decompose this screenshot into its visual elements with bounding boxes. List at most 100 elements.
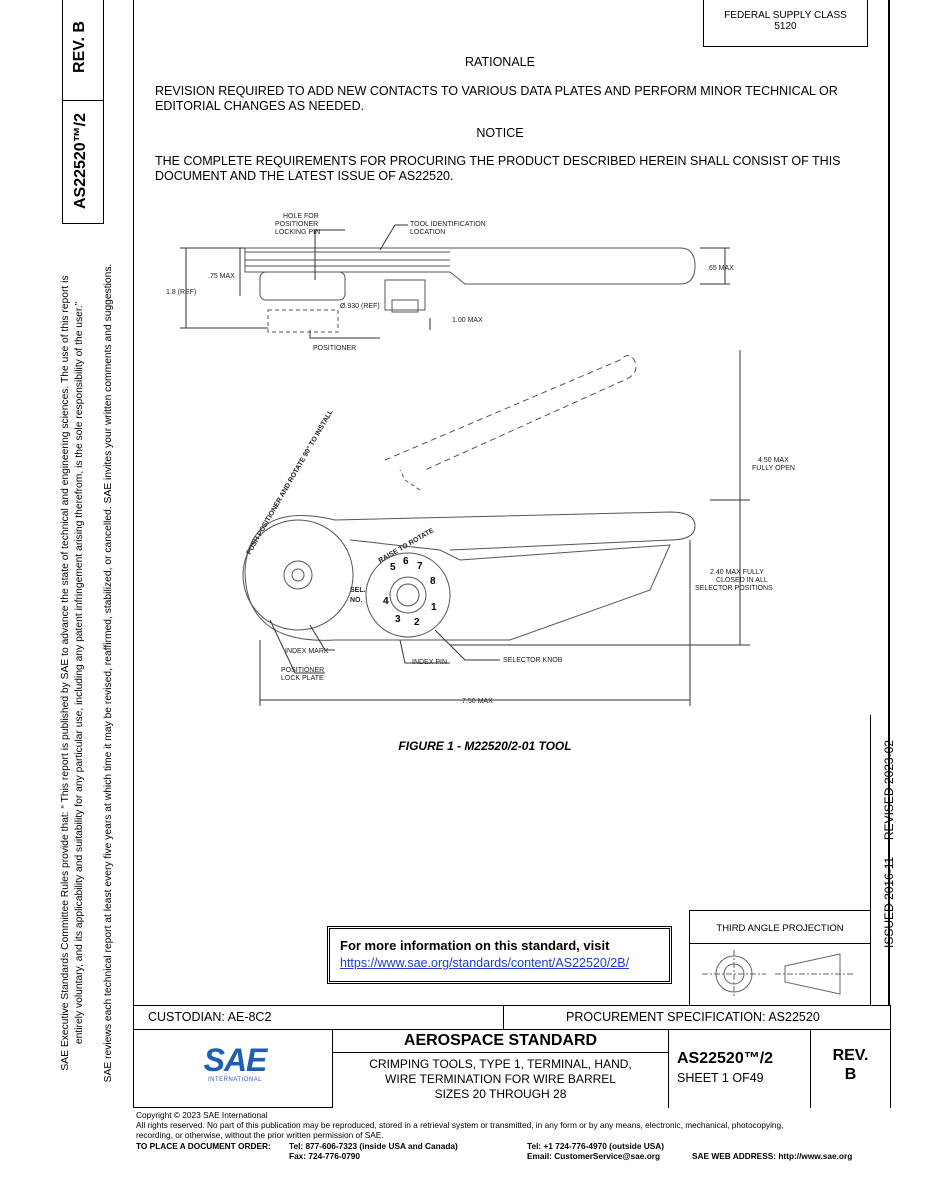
- issued-divider: [870, 715, 871, 1005]
- label-tool-id-1: TOOL IDENTIFICATION: [410, 221, 486, 228]
- rationale-text-line1: REVISION REQUIRED TO ADD NEW CONTACTS TO…: [155, 84, 838, 98]
- sae-logo-sub: INTERNATIONAL: [207, 1077, 263, 1083]
- doc-description-line1: CRIMPING TOOLS, TYPE 1, TERMINAL, HAND,: [369, 1057, 632, 1071]
- label-dim-240-1: 2.40 MAX FULLY: [710, 569, 764, 576]
- federal-supply-class-box: FEDERAL SUPPLY CLASS 5120: [703, 0, 868, 47]
- selector-number-8: 8: [430, 576, 436, 587]
- side-disclaimer-line3: SAE reviews each technical report at lea…: [103, 263, 114, 1083]
- sel-label: SEL.: [350, 587, 366, 594]
- label-hole-for-1: HOLE FOR: [283, 213, 319, 220]
- figure-caption: FIGURE 1 - M22520/2-01 TOOL: [398, 739, 572, 753]
- title-block-aero-bottom: [332, 1052, 669, 1053]
- side-view-selector-disc: [365, 552, 451, 638]
- label-hole-for-3: LOCKING PIN: [275, 229, 320, 236]
- label-dim-240-2: CLOSED IN ALL: [716, 577, 768, 584]
- title-block-split-rev: [810, 1029, 811, 1108]
- title-rev-label: REV.: [832, 1047, 869, 1064]
- label-tool-id-2: LOCATION: [410, 229, 445, 236]
- info-box-title: For more information on this standard, v…: [340, 938, 610, 953]
- revised-date: REVISED 2023-02: [882, 740, 896, 841]
- side-divider-2: [62, 223, 104, 224]
- positioner-ghost: [267, 309, 339, 333]
- rationale-text-line2: EDITORIAL CHANGES AS NEEDED.: [155, 99, 365, 113]
- rationale-text: REVISION REQUIRED TO ADD NEW CONTACTS TO…: [155, 84, 875, 114]
- label-index-pin: INDEX PIN: [412, 659, 447, 666]
- side-disclaimer-line1: SAE Executive Standards Committee Rules …: [60, 275, 71, 1071]
- footer: Copyright © 2023 SAE International All r…: [136, 1110, 936, 1140]
- info-box: For more information on this standard, v…: [327, 926, 672, 984]
- footer-tel-intl: Tel: +1 724-776-4970 (outside USA): [527, 1141, 665, 1151]
- projection-label: THIRD ANGLE PROJECTION: [690, 911, 870, 944]
- label-dim-240-3: SELECTOR POSITIONS: [695, 585, 773, 592]
- side-view-positioner-disc: [242, 519, 354, 631]
- selector-number-2: 2: [414, 617, 420, 628]
- custodian: CUSTODIAN: AE-8C2: [148, 1010, 272, 1024]
- title-sheet: SHEET 1 OF49: [677, 1071, 764, 1085]
- side-divider-1: [62, 100, 104, 101]
- top-view-knob-bottom: [391, 299, 419, 313]
- title-block-split-logo: [332, 1029, 333, 1108]
- title-block-right: [890, 1005, 891, 1108]
- side-view-head: [244, 515, 435, 641]
- title-doc-number: AS22520™/2: [677, 1050, 774, 1067]
- selector-number-1: 1: [431, 602, 437, 613]
- federal-supply-class-value: 5120: [774, 21, 797, 32]
- label-dim-100: 1.00 MAX: [452, 317, 483, 324]
- sae-logo: SAE INTERNATIONAL: [195, 1043, 275, 1083]
- side-rev: REV. B: [71, 17, 95, 77]
- side-disclaimer-line2: entirely voluntary, and its applicabilit…: [74, 301, 85, 1045]
- side-rev-label: REV.: [71, 37, 88, 73]
- info-box-link[interactable]: https://www.sae.org/standards/content/AS…: [340, 956, 630, 970]
- footer-tel-us: Tel: 877-606-7323 (inside USA and Canada…: [289, 1141, 458, 1151]
- projection-symbol: [702, 950, 855, 998]
- label-dim-65: .65 MAX: [707, 265, 734, 272]
- title-rev-value: B: [844, 1066, 857, 1083]
- side-view-fixed-handle: [334, 511, 696, 551]
- label-dim-18: 1.8 (REF): [166, 289, 196, 296]
- selector-number-3: 3: [395, 614, 401, 625]
- top-view-knob: [384, 279, 426, 311]
- notice-heading: NOTICE: [476, 126, 524, 140]
- footer-rights-2: recording, or otherwise, without the pri…: [136, 1130, 384, 1140]
- title-block-mid: [133, 1029, 890, 1030]
- title-block-bottom: [133, 1107, 333, 1108]
- footer-web: SAE WEB ADDRESS: http://www.sae.org: [692, 1151, 853, 1161]
- notice-text: THE COMPLETE REQUIREMENTS FOR PROCURING …: [155, 154, 875, 184]
- label-positioner-lock-2: LOCK PLATE: [281, 675, 324, 682]
- footer-fax: Fax: 724-776-0790: [289, 1151, 361, 1161]
- title-block-split-1: [503, 1005, 504, 1030]
- side-column-left: [62, 0, 63, 224]
- footer-copyright: Copyright © 2023 SAE International: [136, 1110, 268, 1120]
- label-hole-for-2: POSITIONER: [275, 221, 318, 228]
- side-rev-value: B: [71, 21, 88, 33]
- footer-order-label: TO PLACE A DOCUMENT ORDER:: [136, 1141, 271, 1151]
- label-dim-750: 7.50 MAX: [462, 698, 493, 705]
- label-dim-75: .75 MAX: [208, 273, 235, 280]
- title-block-split-doc: [668, 1029, 669, 1108]
- left-frame-line: [133, 0, 134, 1108]
- right-frame-line: [888, 0, 890, 1005]
- projection-box: THIRD ANGLE PROJECTION: [689, 910, 871, 1005]
- notice-text-line2: DOCUMENT AND THE LATEST ISSUE OF AS22520…: [155, 169, 454, 183]
- no-label: NO.: [350, 597, 363, 604]
- title-rev: REV. B: [811, 1046, 890, 1084]
- footer-email: Email: CustomerService@sae.org: [527, 1151, 661, 1161]
- side-view-moving-handle: [349, 539, 671, 641]
- top-view-head: [259, 271, 346, 301]
- sae-logo-text: SAE: [203, 1042, 268, 1078]
- push-positioner-text: PUSH POSITIONER AND ROTATE 90° TO INSTAL…: [245, 407, 335, 556]
- label-dim-450-1: 4.50 MAX: [758, 457, 789, 464]
- label-index-mark: INDEX MARK: [285, 648, 329, 655]
- selector-number-7: 7: [417, 561, 423, 572]
- label-selector-knob: SELECTOR KNOB: [503, 657, 563, 664]
- selector-number-5: 5: [390, 562, 396, 573]
- federal-supply-class-label: FEDERAL SUPPLY CLASS: [724, 10, 847, 21]
- label-dim-930: Ø.930 (REF): [340, 303, 380, 310]
- procurement: PROCUREMENT SPECIFICATION: AS22520: [566, 1010, 820, 1024]
- issued-revised: ISSUED 2016-11 REVISED 2023-02: [882, 734, 898, 954]
- notice-text-line1: THE COMPLETE REQUIREMENTS FOR PROCURING …: [155, 154, 841, 168]
- top-view-jaw: [245, 251, 450, 267]
- label-positioner: POSITIONER: [313, 345, 356, 352]
- rationale-heading: RATIONALE: [465, 55, 535, 69]
- label-positioner-lock-1: POSITIONER: [281, 667, 324, 674]
